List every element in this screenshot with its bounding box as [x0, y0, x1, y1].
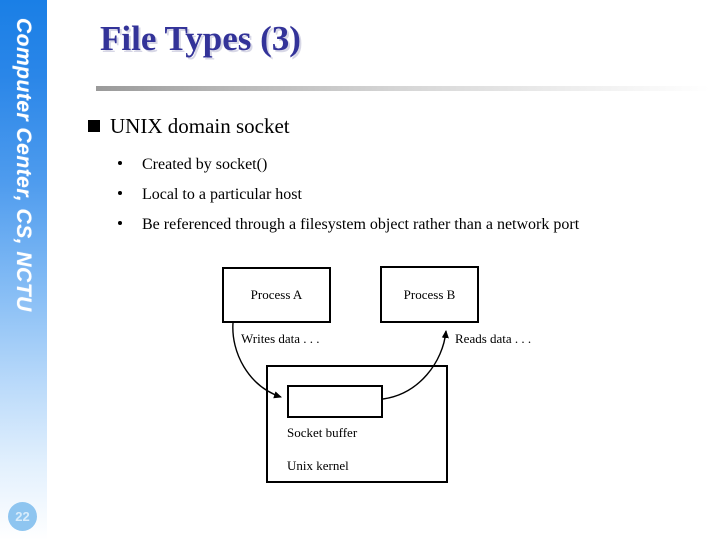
unix-kernel-label: Unix kernel — [287, 458, 349, 473]
process-a-label: Process A — [250, 287, 303, 302]
list-item-label: Local to a particular host — [142, 186, 302, 203]
writes-data-label: Writes data . . . — [241, 331, 320, 346]
list-item: Created by socket() — [116, 150, 706, 180]
process-b-box — [380, 266, 479, 323]
list-item: Local to a particular host — [116, 180, 706, 210]
list-item-label: Created by socket() — [142, 156, 268, 173]
square-bullet-icon — [88, 120, 100, 132]
process-a-box — [222, 267, 331, 323]
sidebar-brand-text: Computer Center, CS, NCTU — [12, 18, 35, 312]
list-item-label: Be referenced through a filesystem objec… — [142, 216, 580, 233]
sub-bullet-list: Created by socket() Local to a particula… — [116, 150, 706, 240]
main-bullet-label: UNIX domain socket — [110, 114, 290, 138]
process-b-label: Process B — [403, 286, 456, 302]
round-bullet-icon — [118, 191, 122, 195]
main-bullet-item: UNIX domain socket — [88, 114, 290, 139]
socket-buffer-box — [287, 385, 383, 418]
reads-data-label: Reads data . . . — [455, 331, 532, 346]
round-bullet-icon — [118, 221, 122, 225]
title-divider — [96, 86, 710, 91]
page-title: File Types (3) — [100, 19, 301, 58]
socket-buffer-label: Socket buffer — [287, 425, 358, 440]
round-bullet-icon — [118, 161, 122, 165]
sidebar-brand-bar: Computer Center, CS, NCTU — [0, 0, 47, 540]
page-number-badge: 22 — [8, 502, 37, 531]
list-item: Be referenced through a filesystem objec… — [116, 210, 706, 240]
